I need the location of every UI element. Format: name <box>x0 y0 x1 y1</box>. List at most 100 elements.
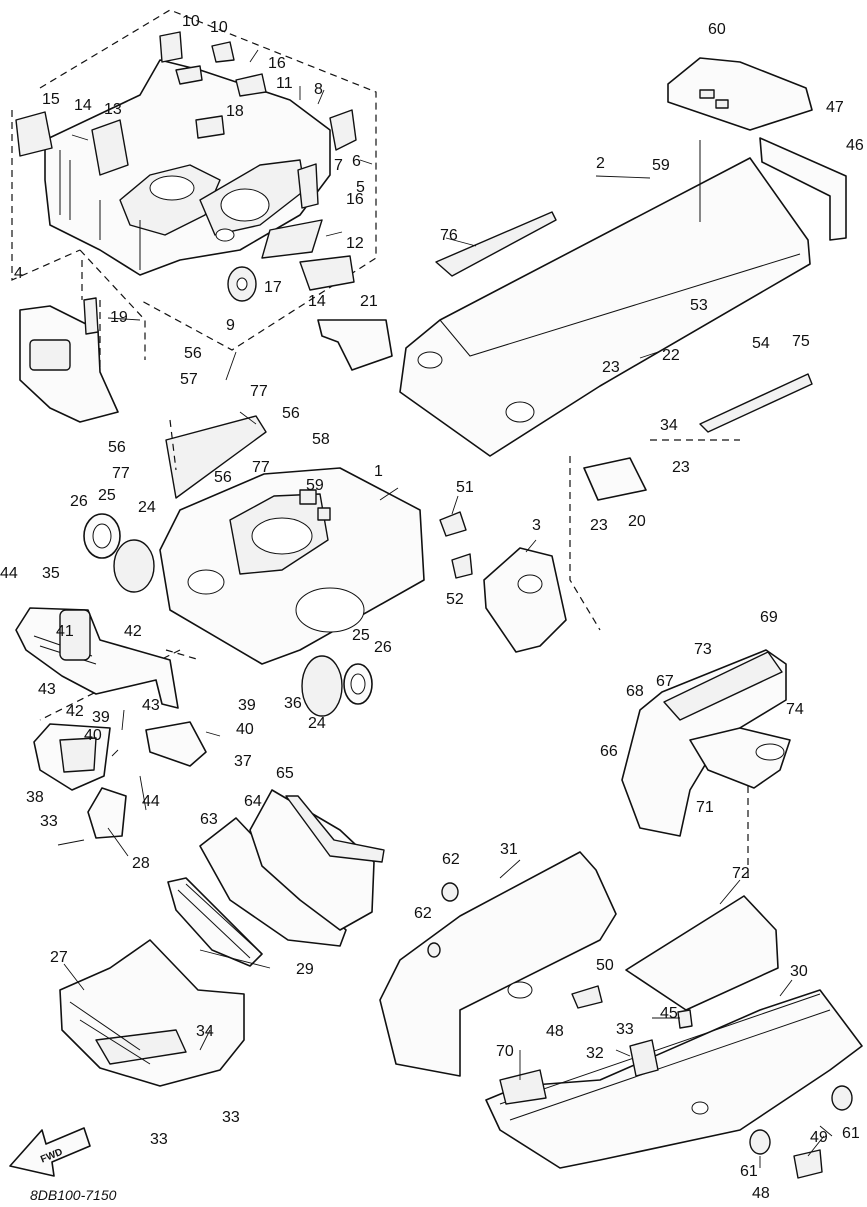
callout-48: 48 <box>752 1185 770 1202</box>
callout-56: 56 <box>184 345 202 362</box>
callout-15: 15 <box>42 91 60 108</box>
callout-71: 71 <box>696 799 714 816</box>
callout-8: 8 <box>314 81 323 98</box>
callout-24: 24 <box>138 499 156 516</box>
callout-5: 5 <box>356 179 365 196</box>
callout-33: 33 <box>150 1131 168 1148</box>
callout-7: 7 <box>334 157 343 174</box>
part-60-mat <box>667 57 813 131</box>
callout-numbers: 10 10 16 11 8 15 14 13 18 6 7 5 16 12 17… <box>0 13 864 1202</box>
callout-56: 56 <box>214 469 232 486</box>
callout-50: 50 <box>596 957 614 974</box>
callout-51: 51 <box>456 479 474 496</box>
part-2-floor-pan <box>399 140 811 457</box>
callout-69: 69 <box>760 609 778 626</box>
callout-20: 20 <box>628 513 646 530</box>
fwd-arrow-icon: FWD <box>9 1127 91 1177</box>
callout-56: 56 <box>108 439 126 456</box>
callout-33: 33 <box>222 1109 240 1126</box>
callout-42: 42 <box>124 623 142 640</box>
hood-panels <box>167 789 385 967</box>
callout-14: 14 <box>74 97 92 114</box>
callout-17: 17 <box>264 279 282 296</box>
part-35-bumper <box>15 607 179 709</box>
lower-brackets <box>33 721 207 839</box>
callout-25: 25 <box>98 487 116 504</box>
callout-39: 39 <box>92 709 110 726</box>
callout-47: 47 <box>826 99 844 116</box>
callout-13: 13 <box>104 101 122 118</box>
callout-18: 18 <box>226 103 244 120</box>
misc-strips <box>435 137 847 433</box>
callout-11: 11 <box>276 75 293 92</box>
callout-31: 31 <box>500 841 518 858</box>
callout-44: 44 <box>142 793 160 810</box>
callout-1: 1 <box>374 463 383 480</box>
side-panel-group <box>621 649 791 880</box>
callout-19: 19 <box>110 309 128 326</box>
callout-34: 34 <box>660 417 678 434</box>
callout-12: 12 <box>346 235 364 252</box>
callout-62: 62 <box>414 905 432 922</box>
callout-38: 38 <box>26 789 44 806</box>
callout-26: 26 <box>70 493 88 510</box>
callout-46: 46 <box>846 137 864 154</box>
callout-40: 40 <box>84 727 102 744</box>
callout-42: 42 <box>66 703 84 720</box>
callout-54: 54 <box>752 335 770 352</box>
callout-6: 6 <box>352 153 361 170</box>
callout-25: 25 <box>352 627 370 644</box>
callout-10: 10 <box>210 19 228 36</box>
small-brackets <box>317 319 740 631</box>
part-3-rear-bracket <box>439 511 567 653</box>
part-31-bottom-tub <box>379 851 617 1077</box>
callout-68: 68 <box>626 683 644 700</box>
callout-49: 49 <box>810 1129 828 1146</box>
callout-77: 77 <box>250 383 268 400</box>
callout-34: 34 <box>196 1023 214 1040</box>
callout-73: 73 <box>694 641 712 658</box>
callout-27: 27 <box>50 949 68 966</box>
callout-76: 76 <box>440 227 458 244</box>
callout-23: 23 <box>672 459 690 476</box>
callout-70: 70 <box>496 1043 514 1060</box>
callout-66: 66 <box>600 743 618 760</box>
callout-74: 74 <box>786 701 804 718</box>
callout-16: 16 <box>268 55 286 72</box>
callout-21: 21 <box>360 293 378 310</box>
callout-59: 59 <box>306 477 324 494</box>
callout-67: 67 <box>656 673 674 690</box>
boots-and-rings <box>83 513 373 717</box>
callout-61: 61 <box>842 1125 860 1142</box>
callout-56: 56 <box>282 405 300 422</box>
part-27-front-cowl <box>59 939 245 1087</box>
callout-30: 30 <box>790 963 808 980</box>
callout-2: 2 <box>596 155 605 172</box>
callout-64: 64 <box>244 793 262 810</box>
callout-22: 22 <box>662 347 680 364</box>
callout-48: 48 <box>546 1023 564 1040</box>
callout-41: 41 <box>56 623 74 640</box>
callout-44: 44 <box>0 565 18 582</box>
callout-62: 62 <box>442 851 460 868</box>
callout-52: 52 <box>446 591 464 608</box>
callout-16: 16 <box>346 191 364 208</box>
callout-3: 3 <box>532 517 541 534</box>
callout-72: 72 <box>732 865 750 882</box>
part-4-side-bracket <box>19 260 119 423</box>
callout-4: 4 <box>14 265 23 282</box>
callout-33: 33 <box>616 1021 634 1038</box>
callout-28: 28 <box>132 855 150 872</box>
callout-63: 63 <box>200 811 218 828</box>
callout-43: 43 <box>38 681 56 698</box>
callout-53: 53 <box>690 297 708 314</box>
callout-77: 77 <box>112 465 130 482</box>
callout-14: 14 <box>308 293 326 310</box>
callout-26: 26 <box>374 639 392 656</box>
diagram-code-caption: 8DB100-7150 <box>30 1187 117 1203</box>
callout-61: 61 <box>740 1163 758 1180</box>
callout-58: 58 <box>312 431 330 448</box>
callout-45: 45 <box>660 1005 678 1022</box>
